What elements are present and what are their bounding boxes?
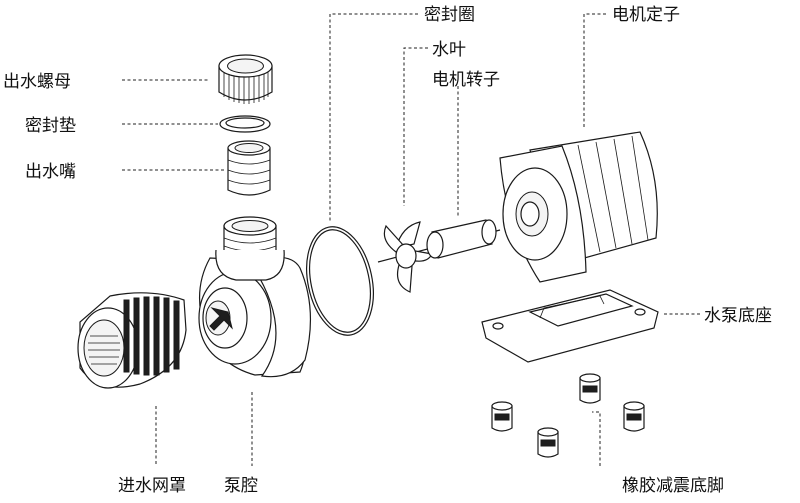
label-inlet-strainer: 进水网罩 bbox=[118, 476, 186, 496]
pump-base bbox=[481, 289, 659, 363]
rubber-foot bbox=[623, 401, 645, 432]
label-motor-rotor: 电机转子 bbox=[432, 70, 500, 90]
seal-ring bbox=[306, 226, 374, 336]
leader-lines bbox=[122, 13, 700, 466]
label-motor-stator: 电机定子 bbox=[612, 5, 680, 25]
rubber-feet bbox=[491, 373, 645, 458]
pump-chamber bbox=[198, 216, 312, 378]
rubber-foot bbox=[491, 401, 513, 432]
impeller-rotor bbox=[377, 219, 501, 293]
inlet-strainer bbox=[77, 292, 187, 389]
rubber-foot bbox=[579, 373, 601, 404]
label-rubber-feet: 橡胶减震底脚 bbox=[622, 476, 724, 496]
label-seal-ring: 密封圈 bbox=[424, 5, 475, 25]
label-impeller: 水叶 bbox=[432, 40, 466, 60]
label-pump-base: 水泵底座 bbox=[704, 306, 772, 326]
label-seal-gasket: 密封垫 bbox=[25, 116, 76, 136]
outlet-nozzle bbox=[227, 140, 271, 196]
rubber-foot bbox=[537, 427, 559, 458]
outlet-nut bbox=[218, 54, 273, 104]
label-outlet-nut: 出水螺母 bbox=[3, 72, 71, 92]
label-pump-chamber: 泵腔 bbox=[224, 476, 258, 496]
motor-stator bbox=[499, 131, 658, 283]
seal-gasket bbox=[219, 115, 271, 133]
label-outlet-nozzle: 出水嘴 bbox=[25, 162, 76, 182]
